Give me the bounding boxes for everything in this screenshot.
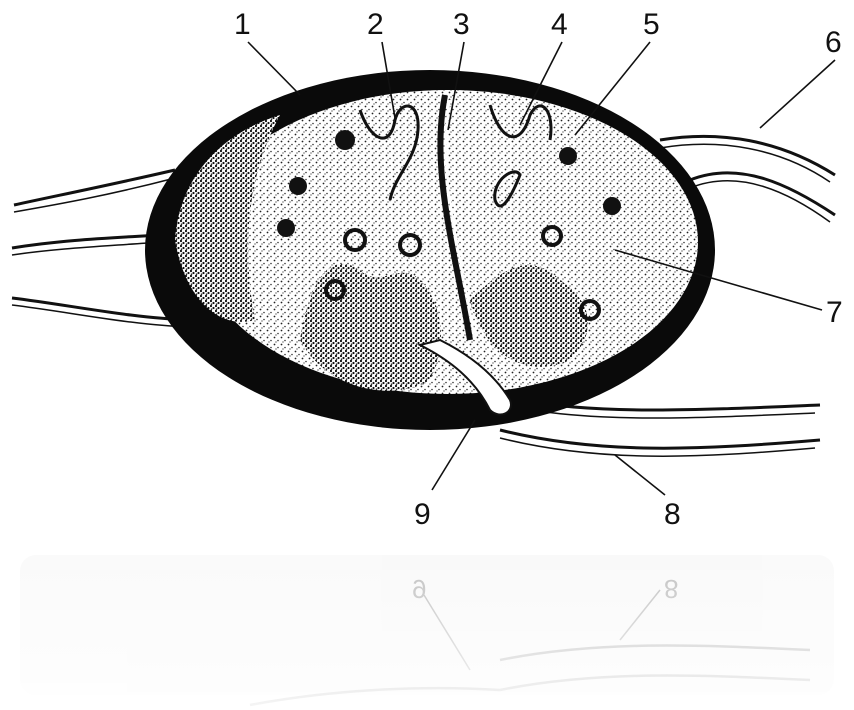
callout-7: 7 bbox=[826, 296, 843, 329]
callout-8: 8 bbox=[664, 498, 681, 531]
callout-6: 6 bbox=[825, 26, 842, 59]
callout-9: 9 bbox=[414, 498, 431, 531]
callout-1: 1 bbox=[234, 8, 251, 41]
callout-4: 4 bbox=[551, 8, 568, 41]
callout-5: 5 bbox=[643, 8, 660, 41]
callout-3: 3 bbox=[453, 8, 470, 41]
callout-2: 2 bbox=[367, 8, 384, 41]
